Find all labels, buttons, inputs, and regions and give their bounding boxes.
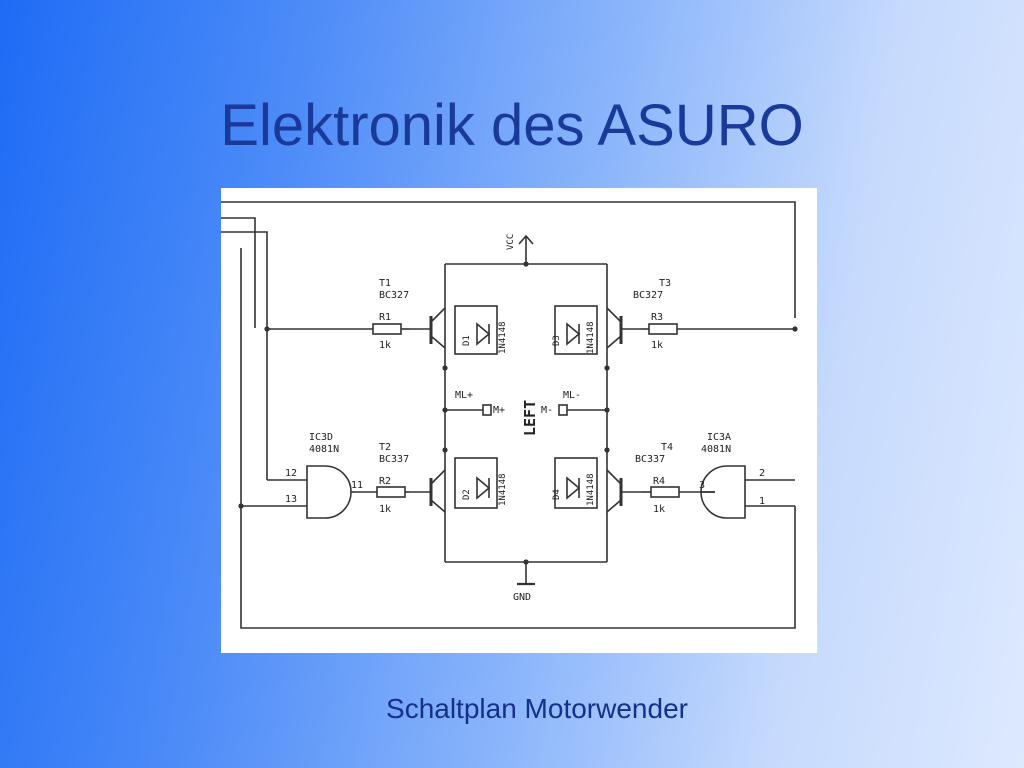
- motor-pin-left-top: ML+: [455, 390, 473, 401]
- diode-d1: [454, 305, 498, 355]
- wire: [221, 217, 256, 328]
- gate-ic3d: [306, 465, 352, 519]
- slide-title: Elektronik des ASURO: [220, 93, 804, 158]
- d4-label: D4: [552, 489, 562, 500]
- r1-label: R1: [379, 312, 391, 323]
- vcc-arrow: [518, 234, 534, 245]
- ic3a-pin-b: 1: [759, 496, 765, 507]
- r4-label: R4: [653, 476, 665, 487]
- motor-label: LEFT: [521, 400, 539, 436]
- resistor-r4: [650, 486, 680, 498]
- t3-type: BC327: [633, 290, 663, 301]
- d2-label: D2: [462, 489, 472, 500]
- resistor-r3: [648, 323, 678, 335]
- d3-type: 1N4148: [586, 321, 596, 354]
- motor-terminal-right: [558, 404, 568, 416]
- diode-d3: [554, 305, 598, 355]
- motor-bridge-schematic: T1 BC327 T3 BC327 T2 BC337 T4 BC337 R1 1…: [221, 188, 817, 653]
- ic3d-label: IC3D: [309, 432, 333, 443]
- r3-label: R3: [651, 312, 663, 323]
- resistor-r2: [376, 486, 406, 498]
- r3-value: 1k: [651, 340, 663, 351]
- t4-label: T4: [661, 442, 673, 453]
- motor-terminal-left: [482, 404, 492, 416]
- ic3a-pin-out: 3: [699, 480, 705, 491]
- d4-type: 1N4148: [586, 473, 596, 506]
- motor-pin-left-bottom: M+: [493, 405, 505, 416]
- ic3d-pin-out: 11: [351, 480, 363, 491]
- diode-d2: [454, 457, 498, 509]
- gnd-label: GND: [513, 592, 531, 603]
- t1-label: T1: [379, 278, 391, 289]
- vcc-label: VCC: [506, 234, 516, 250]
- r2-value: 1k: [379, 504, 391, 515]
- wire: [221, 201, 796, 318]
- wire: [240, 248, 796, 629]
- wire: [221, 231, 268, 480]
- t3-label: T3: [659, 278, 671, 289]
- ic3a-label: IC3A: [707, 432, 731, 443]
- d1-label: D1: [462, 335, 472, 346]
- ic3a-type: 4081N: [701, 444, 731, 455]
- gate-ic3a: [700, 465, 746, 519]
- t2-label: T2: [379, 442, 391, 453]
- motor-pin-right-top: ML-: [563, 390, 581, 401]
- ic3d-type: 4081N: [309, 444, 339, 455]
- r2-label: R2: [379, 476, 391, 487]
- t2-type: BC337: [379, 454, 409, 465]
- t1-type: BC327: [379, 290, 409, 301]
- d2-type: 1N4148: [498, 473, 508, 506]
- t4-type: BC337: [635, 454, 665, 465]
- r1-value: 1k: [379, 340, 391, 351]
- resistor-r1: [372, 323, 402, 335]
- ic3a-pin-a: 2: [759, 468, 765, 479]
- ic3d-pin-a: 12: [285, 468, 297, 479]
- slide-caption: Schaltplan Motorwender: [386, 693, 688, 724]
- d1-type: 1N4148: [498, 321, 508, 354]
- ic3d-pin-b: 13: [285, 494, 297, 505]
- diode-d4: [554, 457, 598, 509]
- d3-label: D3: [552, 335, 562, 346]
- motor-pin-right-bottom: M-: [541, 405, 553, 416]
- r4-value: 1k: [653, 504, 665, 515]
